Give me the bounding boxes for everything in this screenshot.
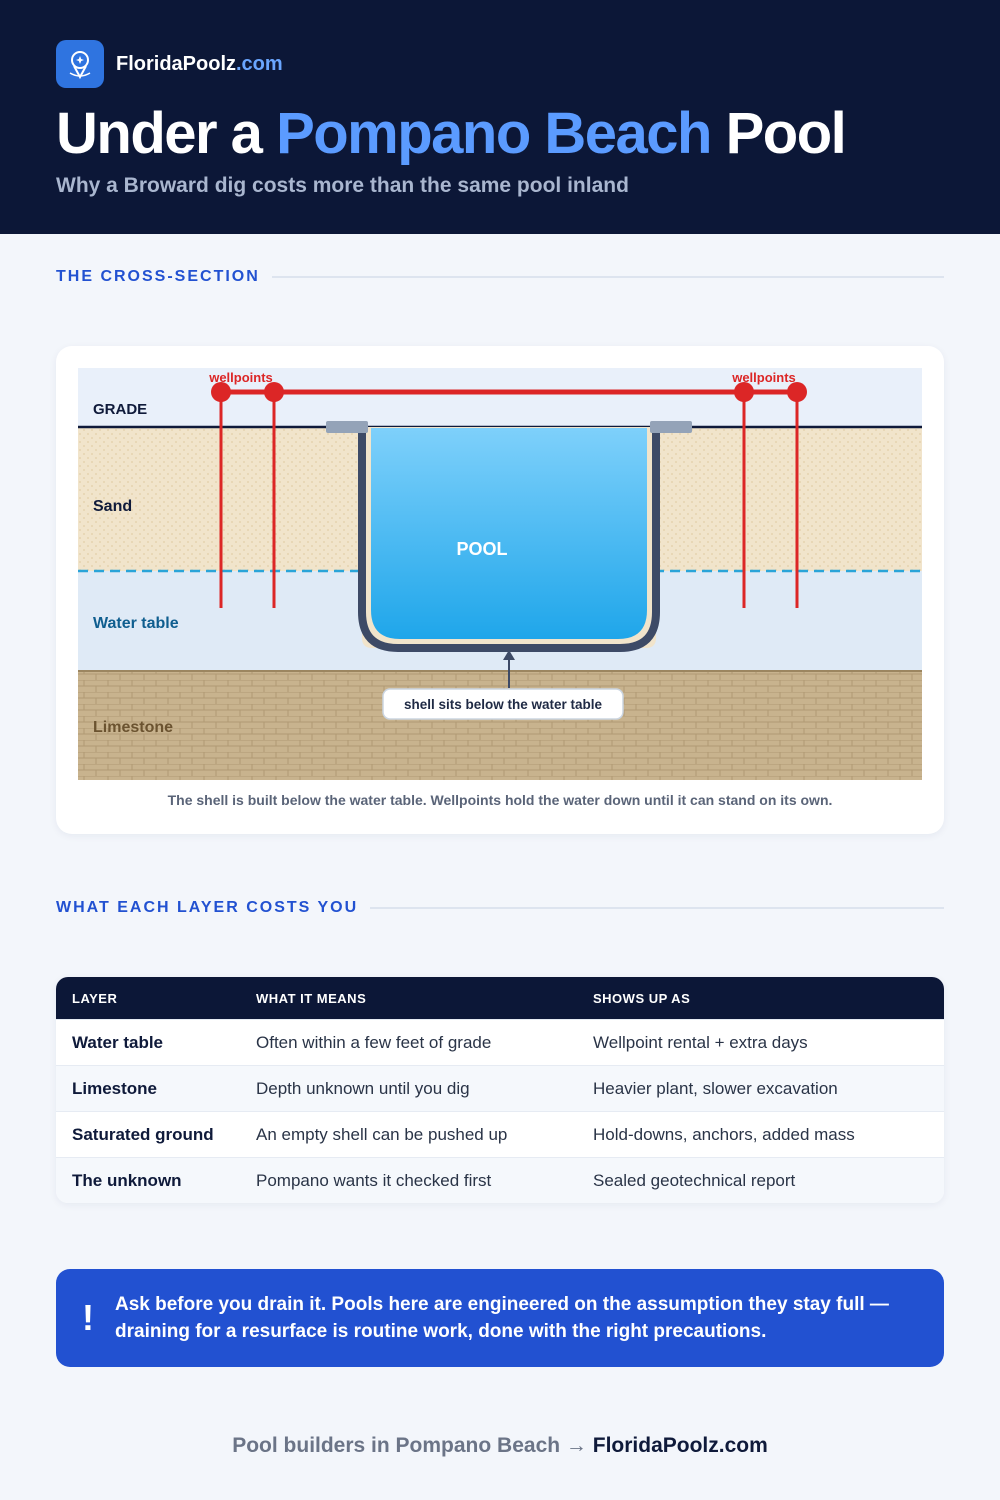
cell-means: Depth unknown until you dig <box>256 1078 470 1098</box>
column-header-means: WHAT IT MEANS <box>256 990 367 1006</box>
callout-text: Ask before you drain it. Pools here are … <box>115 1291 915 1345</box>
exclamation-icon: ! <box>82 1297 94 1338</box>
map-pin-logo-icon <box>56 40 104 88</box>
pool-water <box>371 428 647 639</box>
cell-layer: The unknown <box>72 1170 182 1190</box>
grade-label: GRADE <box>93 401 147 418</box>
cell-means: An empty shell can be pushed up <box>256 1124 508 1144</box>
cell-layer: Limestone <box>72 1078 158 1098</box>
cell-layer: Water table <box>72 1032 164 1052</box>
callout-body: Pools here are engineered on the assumpt… <box>115 1294 889 1342</box>
drain-warning-callout: ! Ask before you drain it. Pools here ar… <box>56 1269 944 1367</box>
shell-arrow-head <box>503 650 515 660</box>
diagram-caption: The shell is built below the water table… <box>167 792 833 808</box>
cell-means: Pompano wants it checked first <box>256 1170 492 1190</box>
wellpoint-system <box>211 382 807 608</box>
coping-left <box>326 421 368 433</box>
column-header-layer: LAYER <box>72 990 118 1006</box>
wellpoints-label-right: wellpoints <box>731 370 796 385</box>
brand[interactable]: FloridaPoolz.com <box>56 40 283 88</box>
table-row: Limestone Depth unknown until you dig He… <box>56 1065 944 1111</box>
wellpoints-label-left: wellpoints <box>208 370 273 385</box>
table-row: Saturated ground An empty shell can be p… <box>56 1111 944 1157</box>
page-title: Under a Pompano Beach Pool <box>56 101 847 166</box>
table-header: LAYER WHAT IT MEANS SHOWS UP AS <box>56 977 944 1019</box>
header: FloridaPoolz.com Under a Pompano Beach P… <box>0 0 1000 234</box>
page-subtitle: Why a Broward dig costs more than the sa… <box>56 174 629 197</box>
footer: Pool builders in Pompano Beach → Florida… <box>0 1434 1000 1458</box>
pool-shell <box>358 427 660 652</box>
title-accent: Pompano Beach <box>276 101 712 166</box>
shell-note-box <box>382 688 624 720</box>
footer-site-link[interactable]: FloridaPoolz.com <box>592 1434 768 1457</box>
table-row: The unknown Pompano wants it checked fir… <box>56 1157 944 1203</box>
wellpoint-head <box>734 382 754 402</box>
column-header-shows: SHOWS UP AS <box>593 990 691 1006</box>
sand-label: Sand <box>93 498 132 515</box>
cell-shows: Hold-downs, anchors, added mass <box>593 1124 855 1144</box>
cross-section-diagram: wellpoints wellpoints GRADE Sand Water t… <box>78 368 922 780</box>
footer-prefix: Pool builders in Pompano Beach → <box>232 1434 593 1457</box>
limestone-label: Limestone <box>93 719 173 736</box>
callout-lead: Ask before you drain it. <box>115 1294 327 1315</box>
wellpoint-head <box>264 382 284 402</box>
shell-note-text: shell sits below the water table <box>404 697 603 712</box>
section-heading-cross-section: THE CROSS-SECTION <box>56 268 944 286</box>
limestone-layer <box>78 671 922 780</box>
water-table-label: Water table <box>93 615 179 632</box>
table-row: Water table Often within a few feet of g… <box>56 1019 944 1065</box>
coping-right <box>650 421 692 433</box>
cell-means: Often within a few feet of grade <box>256 1032 492 1052</box>
wellpoint-head <box>211 382 231 402</box>
cell-layer: Saturated ground <box>72 1124 214 1144</box>
cell-shows: Sealed geotechnical report <box>593 1170 796 1190</box>
pool-label: POOL <box>456 539 507 559</box>
layer-costs-table: LAYER WHAT IT MEANS SHOWS UP AS Water ta… <box>56 977 944 1203</box>
wellpoint-head <box>787 382 807 402</box>
cell-shows: Heavier plant, slower excavation <box>593 1078 838 1098</box>
brand-name: FloridaPoolz.com <box>116 52 283 75</box>
section-heading-costs: WHAT EACH LAYER COSTS YOU <box>56 899 944 917</box>
cell-shows: Wellpoint rental + extra days <box>593 1032 808 1052</box>
cross-section-card: wellpoints wellpoints GRADE Sand Water t… <box>56 346 944 834</box>
